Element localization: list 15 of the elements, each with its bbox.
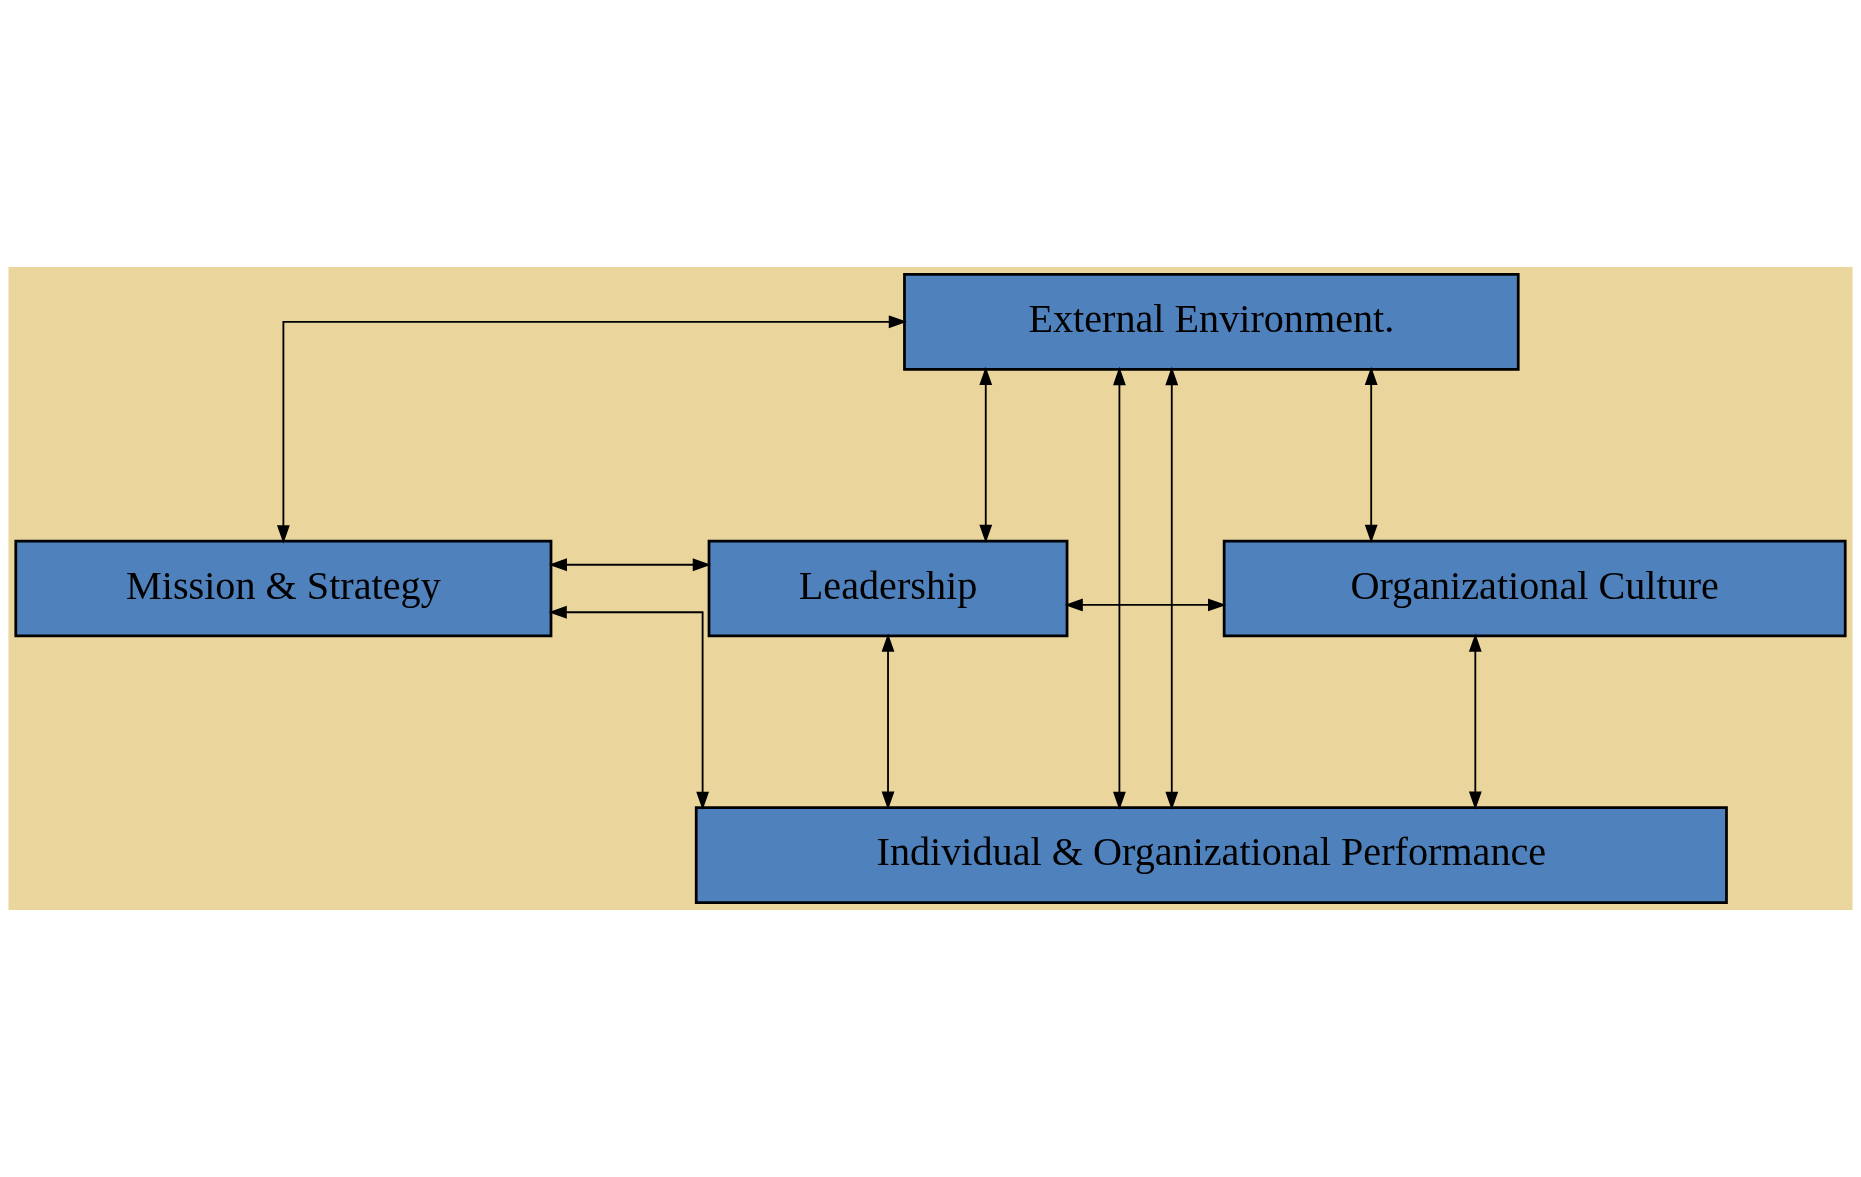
node-box: Mission & Strategy (14, 539, 553, 638)
arrow (548, 558, 712, 572)
node-box: Organizational Culture (1222, 539, 1847, 638)
arrow (1364, 366, 1378, 544)
arrow (979, 366, 993, 544)
arrow (1113, 366, 1126, 811)
arrow (277, 315, 908, 544)
node-box: Individual & Organizational Performance (694, 806, 1728, 905)
arrow (1064, 598, 1227, 612)
arrow (548, 605, 709, 810)
node-box: External Environment. (903, 272, 1520, 371)
arrow (1468, 633, 1482, 810)
node-box: Leadership (707, 539, 1069, 638)
arrow (881, 633, 895, 810)
arrow (1165, 366, 1179, 811)
